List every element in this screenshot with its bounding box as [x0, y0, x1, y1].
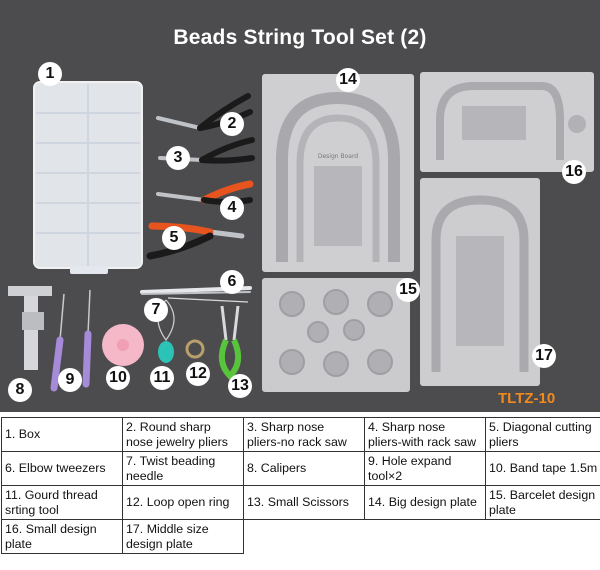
legend-cell-9: 9. Hole expand tool×2: [364, 451, 486, 486]
legend-cell-8: 8. Calipers: [243, 451, 365, 486]
legend-cell-17: 17. Middle size design plate: [122, 519, 244, 554]
product-photo: Design Board Beads String Tool Set (2) 1…: [0, 0, 600, 412]
band-tape: [102, 324, 144, 366]
callout-badge-7: 7: [144, 298, 168, 322]
legend-cell-13: 13. Small Scissors: [243, 485, 365, 520]
callout-badge-11: 11: [150, 366, 174, 390]
legend-cell-empty: [244, 520, 365, 554]
callout-badge-3: 3: [166, 146, 190, 170]
callout-badge-12: 12: [186, 362, 210, 386]
callout-badge-6: 6: [220, 270, 244, 294]
callout-badge-14: 14: [336, 68, 360, 92]
table-row: 11. Gourd thread srting tool 12. Loop op…: [1, 485, 600, 520]
legend-cell-empty: [365, 520, 486, 554]
loop-open-ring: [185, 339, 205, 359]
page-title: Beads String Tool Set (2): [173, 26, 427, 49]
legend-cell-5: 5. Diagonal cutting pliers: [485, 417, 600, 452]
bracelet-design-plate-art: [262, 278, 410, 392]
items-legend-table: 1. Box 2. Round sharp nose jewelry plier…: [1, 417, 600, 554]
legend-cell-11: 11. Gourd thread srting tool: [1, 485, 123, 520]
callout-badge-10: 10: [106, 366, 130, 390]
table-row: 16. Small design plate 17. Middle size d…: [1, 519, 600, 554]
small-design-plate-art: [420, 72, 594, 172]
callout-badge-16: 16: [562, 160, 586, 184]
callout-badge-4: 4: [220, 196, 244, 220]
plate-lettering: Design Board: [318, 153, 358, 160]
callout-badge-8: 8: [8, 378, 32, 402]
table-row: 6. Elbow tweezers 7. Twist beading needl…: [1, 451, 600, 486]
legend-cell-4: 4. Sharp nose pliers-with rack saw: [364, 417, 486, 452]
legend-cell-7: 7. Twist beading needle: [122, 451, 244, 486]
callout-badge-15: 15: [396, 278, 420, 302]
legend-cell-2: 2. Round sharp nose jewelry pliers: [122, 417, 244, 452]
legend-cell-1: 1. Box: [1, 417, 123, 452]
legend-cell-15: 15. Barcelet design plate: [485, 485, 600, 520]
big-design-plate-art: Design Board: [262, 74, 414, 272]
legend-cell-6: 6. Elbow tweezers: [1, 451, 123, 486]
hole-expand-tools: [50, 289, 92, 392]
callout-badge-9: 9: [58, 368, 82, 392]
legend-cell-10: 10. Band tape 1.5m: [485, 451, 600, 486]
calipers: [8, 286, 52, 370]
callout-badge-17: 17: [532, 344, 556, 368]
table-row: 1. Box 2. Round sharp nose jewelry plier…: [1, 417, 600, 452]
diagonal-cutting-pliers: [146, 222, 245, 260]
product-code: TLTZ-10: [498, 390, 556, 407]
callout-badge-5: 5: [162, 226, 186, 250]
storage-box: [33, 81, 143, 274]
legend-cell-12: 12. Loop open ring: [122, 485, 244, 520]
legend-cell-3: 3. Sharp nose pliers-no rack saw: [243, 417, 365, 452]
product-illustration: Design Board: [8, 72, 594, 392]
callout-badge-1: 1: [38, 62, 62, 86]
legend-cell-16: 16. Small design plate: [1, 519, 123, 554]
callout-badge-2: 2: [220, 112, 244, 136]
middle-design-plate-art: [420, 178, 540, 386]
small-scissors: [218, 305, 242, 381]
callout-badge-13: 13: [228, 374, 252, 398]
legend-cell-empty: [486, 520, 600, 554]
twist-beading-needle: [167, 297, 249, 303]
legend-cell-14: 14. Big design plate: [364, 485, 486, 520]
